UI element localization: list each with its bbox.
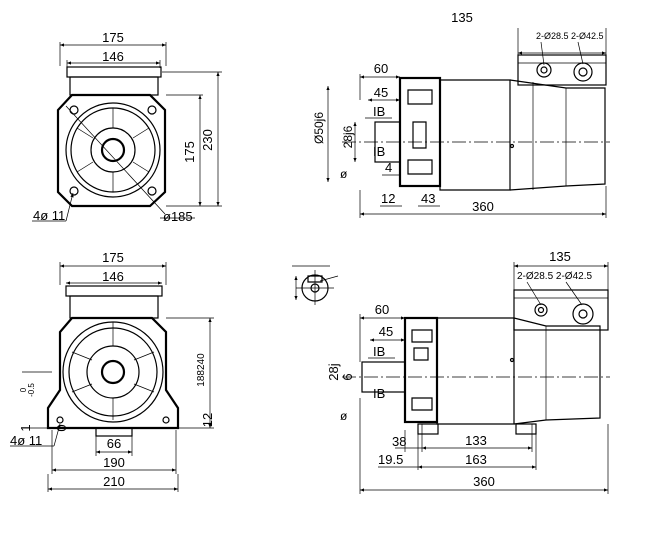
dim-146-top: 146 [102, 49, 124, 64]
shaft-dia-top: Ø50j6 [312, 112, 326, 144]
tol-zero: 0 [19, 387, 28, 392]
cable-glands-bottom: 2-Ø28.5 2-Ø42.5 [517, 271, 592, 282]
dim-43-top: 43 [421, 191, 435, 206]
ib-label-2-top: IB [373, 144, 385, 159]
ib-label-1-top: IB [373, 104, 385, 119]
tol-minus: -0.5 [27, 383, 36, 397]
ib-label-2-bottom: IB [373, 386, 385, 401]
front-view-bottom: 175 146 188240 12 0 -0.5 1 0 4ø 11 66 19… [10, 250, 215, 492]
dim-360-top: 360 [472, 199, 494, 214]
dim-133: 133 [465, 433, 487, 448]
dim-6-bottom: 6 [340, 373, 355, 380]
side-view-top: 135 2-Ø28.5 2-Ø42.5 60 45 IB IB Ø50j6 28… [312, 10, 610, 218]
ib-label-1-bottom: IB [373, 344, 385, 359]
dim-12-top: 12 [381, 191, 395, 206]
phi-top: ø [340, 167, 348, 181]
dim-66: 66 [107, 436, 121, 451]
dim-135-bottom: 135 [549, 249, 571, 264]
dim-190: 190 [103, 455, 125, 470]
dim-135-top: 135 [451, 10, 473, 25]
circle-dia-185: ø185 [163, 209, 193, 224]
bolt-holes-bottom: 4ø 11 [10, 433, 42, 448]
dim-146-bottom: 146 [102, 269, 124, 284]
key-dim-bottom: 28j [326, 363, 341, 380]
cable-glands-top: 2-Ø28.5 2-Ø42.5 [536, 31, 604, 41]
dim-0-bottom: 0 [54, 424, 69, 431]
dim-175-top: 175 [102, 30, 124, 45]
dim-12-bottom: 12 [200, 413, 215, 427]
side-view-bottom: 135 2-Ø28.5 2-Ø42.5 60 45 IB 28j 6 IB ø … [326, 249, 610, 494]
front-view-top: 175 146 175 230 4ø 11 ø185 [32, 30, 222, 224]
dim-163: 163 [465, 452, 487, 467]
dim-230-vertical: 230 [200, 129, 215, 151]
section-bb [292, 265, 339, 305]
dim-45-bottom: 45 [379, 324, 393, 339]
dim-4-top: 4 [385, 160, 392, 175]
dim-188240: 188240 [196, 353, 207, 387]
phi-bottom: ø [340, 409, 348, 423]
dim-38: 38 [392, 434, 406, 449]
dim-360-bottom: 360 [473, 474, 495, 489]
dim-210: 210 [103, 474, 125, 489]
dim-45-top: 45 [374, 85, 388, 100]
dim-175-bottom: 175 [102, 250, 124, 265]
key-dim-top: 28j6 [341, 125, 355, 148]
dim-60-bottom: 60 [375, 302, 389, 317]
dim-19-5: 19.5 [378, 452, 403, 467]
dim-175-vertical: 175 [182, 141, 197, 163]
dim-60-top: 60 [374, 61, 388, 76]
bolt-holes-top: 4ø 11 [33, 208, 65, 223]
